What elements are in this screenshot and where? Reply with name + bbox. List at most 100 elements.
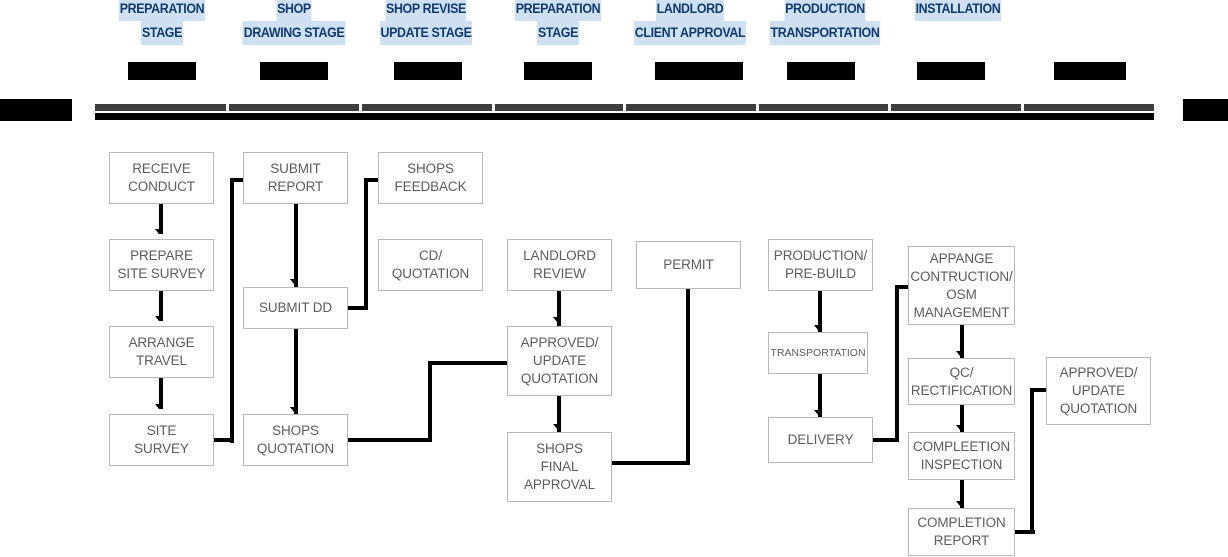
node-permit[interactable]: PERMIT: [636, 241, 741, 289]
redacted-duration-7: [917, 62, 985, 80]
node-approved-update-quotation[interactable]: APPROVED/ UPDATE QUOTATION: [507, 326, 612, 396]
conn-delivery-riser: [895, 285, 899, 440]
conn-report-to-approved2-h1: [1015, 530, 1035, 534]
phase-label-line: DRAWING STAGE: [242, 21, 346, 45]
node-submit-dd[interactable]: SUBMIT DD: [243, 287, 348, 329]
node-cd-quotation[interactable]: CD/ QUOTATION: [378, 239, 483, 291]
node-site-survey[interactable]: SITE SURVEY: [109, 414, 214, 466]
arrowhead-to-shops-quote: [290, 407, 298, 412]
conn-final-to-permit-h: [612, 461, 688, 465]
timeline-segment-1[interactable]: [95, 104, 226, 111]
flow-node-label: PERMIT: [663, 257, 714, 272]
phase-label-line: TRANSPORTATION: [769, 21, 881, 45]
node-submit-report[interactable]: SUBMIT REPORT: [243, 152, 348, 204]
conn-site-survey-up-riser: [230, 178, 234, 443]
conn-receive-to-prepare: [159, 204, 163, 234]
flow-node-label: RECEIVE CONDUCT: [128, 161, 195, 194]
node-arrange-travel[interactable]: ARRANGE TRAVEL: [109, 326, 214, 378]
conn-landlord-to-approved: [557, 291, 561, 328]
node-shops-feedback[interactable]: SHOPS FEEDBACK: [378, 152, 483, 204]
node-receive-conduct[interactable]: RECEIVE CONDUCT: [109, 152, 214, 204]
arrowhead-to-compl-report: [956, 501, 964, 506]
flow-node-label: SHOPS QUOTATION: [256, 423, 335, 456]
conn-delivery-to-appange-h1: [873, 438, 899, 442]
flow-node-label: APPROVED/ UPDATE QUOTATION: [520, 335, 599, 386]
conn-dd-to-feedback-h2: [364, 178, 380, 182]
flow-node-label: COMPLETION REPORT: [917, 515, 1006, 548]
phase-label-line: SHOP REVISE: [385, 0, 467, 21]
phase-label-line: PREPARATION: [514, 0, 602, 21]
phase-label-line: PREPARATION: [118, 0, 206, 21]
conn-shopsquote-riser: [428, 361, 432, 442]
arrowhead-to-final: [553, 424, 561, 429]
flow-node-label: PRODUCTION/ PRE-BUILD: [773, 248, 868, 281]
timeline-segment-2[interactable]: [229, 104, 359, 111]
phase-label-installation: INSTALLATION: [899, 0, 1017, 21]
node-qc-rectification[interactable]: QC/ RECTIFICATION: [908, 358, 1015, 405]
phase-label-line: UPDATE STAGE: [379, 21, 473, 45]
timeline-segment-4[interactable]: [495, 104, 623, 111]
phase-label-line: STAGE: [141, 21, 183, 45]
flow-node-label: TRANSPORTATION: [770, 347, 866, 359]
conn-shopsquote-to-approved-h2: [428, 361, 509, 365]
conn-inspection-to-report: [960, 480, 964, 510]
node-production-pre-build[interactable]: PRODUCTION/ PRE-BUILD: [768, 239, 873, 291]
conn-transport-to-delivery: [818, 374, 822, 419]
arrowhead-to-delivery: [814, 410, 822, 415]
timeline-segment-7[interactable]: [891, 104, 1021, 111]
redacted-duration-3: [394, 62, 462, 80]
redacted-duration-4: [524, 62, 592, 80]
redacted-duration-1: [128, 62, 196, 80]
arrowhead-to-prepare: [155, 229, 163, 234]
flow-node-label: SHOPS FINAL APPROVAL: [524, 441, 595, 492]
redacted-duration-2: [260, 62, 328, 80]
arrowhead-to-submit-dd: [290, 279, 298, 284]
arrowhead-to-site-survey: [155, 404, 163, 409]
timeline-segment-6[interactable]: [759, 104, 888, 111]
timeline-segment-5[interactable]: [626, 104, 756, 111]
flow-node-label: DELIVERY: [787, 432, 854, 447]
node-landlord-review[interactable]: LANDLORD REVIEW: [507, 239, 612, 291]
flow-node-label: CD/ QUOTATION: [391, 248, 470, 281]
redacted-duration-6: [787, 62, 855, 80]
node-prepare-site-survey[interactable]: PREPARE SITE SURVEY: [109, 239, 214, 291]
flow-node-label: LANDLORD REVIEW: [523, 248, 596, 281]
phase-label-line: STAGE: [537, 21, 579, 45]
conn-site-survey-to-report: [230, 178, 245, 182]
redacted-duration-8: [1054, 62, 1126, 80]
conn-submit-dd-to-shops-quote: [294, 329, 298, 416]
phase-label-line: SHOP: [276, 0, 312, 21]
timeline-start-block: [0, 99, 72, 121]
conn-site-survey-branch: [214, 438, 234, 442]
timeline-segment-3[interactable]: [362, 104, 492, 111]
arrowhead-to-approved: [553, 317, 561, 322]
timeline-end-block: [1183, 99, 1228, 121]
flow-node-label: APPANGE CONTRUCTION/ OSM MANAGEMENT: [910, 250, 1013, 320]
node-shops-quotation[interactable]: SHOPS QUOTATION: [243, 414, 348, 466]
node-completion-report[interactable]: COMPLETION REPORT: [908, 508, 1015, 556]
conn-dd-to-feedback-riser: [364, 178, 368, 310]
phase-label-line: INSTALLATION: [914, 0, 1002, 21]
conn-dd-to-feedback-h1: [346, 306, 368, 310]
node-shops-final-approval[interactable]: SHOPS FINAL APPROVAL: [507, 432, 612, 502]
conn-report-to-approved2-h2: [1030, 388, 1048, 392]
node-compleetion-inspection[interactable]: COMPLEETION INSPECTION: [908, 432, 1015, 480]
node-appange-construction[interactable]: APPANGE CONTRUCTION/ OSM MANAGEMENT: [908, 246, 1015, 325]
conn-permit-riser: [686, 289, 690, 465]
node-approved-update-quotation-2[interactable]: APPROVED/ UPDATE QUOTATION: [1046, 357, 1151, 425]
node-transportation[interactable]: TRANSPORTATION: [768, 332, 868, 374]
flow-node-label: QC/ RECTIFICATION: [910, 364, 1013, 398]
flow-node-label: SITE SURVEY: [134, 423, 189, 456]
timeline-segment-8[interactable]: [1024, 104, 1154, 111]
arrowhead-to-transport: [814, 325, 822, 330]
conn-prepare-to-arrange: [159, 291, 163, 321]
node-delivery[interactable]: DELIVERY: [768, 417, 873, 463]
conn-report-to-submit-dd: [294, 204, 298, 289]
flow-node-label: SUBMIT REPORT: [267, 161, 324, 194]
